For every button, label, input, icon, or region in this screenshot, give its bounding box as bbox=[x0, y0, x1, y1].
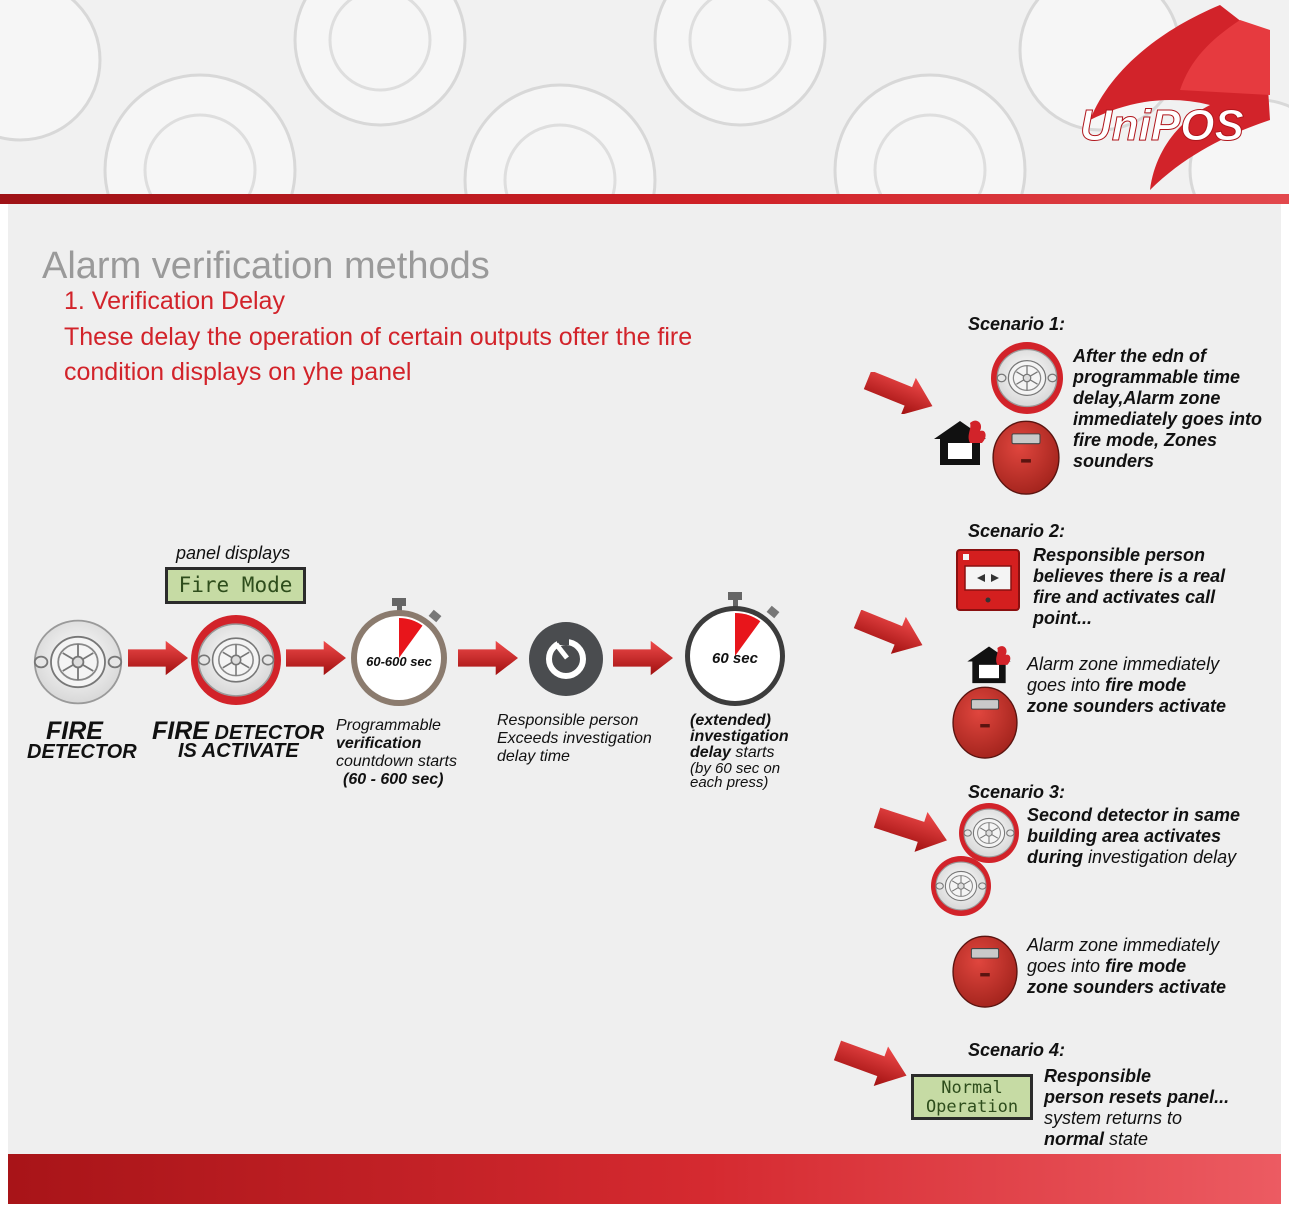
s4-n2: state bbox=[1104, 1129, 1149, 1149]
s4-b3: normal bbox=[1044, 1129, 1105, 1149]
s3-b1: Second detector in same bbox=[1027, 805, 1241, 825]
step3-l3: countdown starts bbox=[336, 753, 457, 770]
header-divider bbox=[0, 194, 1289, 204]
s4-n1: system returns to bbox=[1044, 1108, 1183, 1128]
scenario2-sounder-icon bbox=[951, 684, 1019, 760]
scenario4-text: Responsible person resets panel... syste… bbox=[1044, 1066, 1274, 1150]
scenario2-arrow-icon bbox=[852, 610, 928, 654]
section-title: 1. Verification Delay bbox=[64, 287, 285, 315]
s3-n1: investigation delay bbox=[1083, 847, 1237, 867]
step5-l3: delay starts bbox=[690, 744, 774, 762]
timer-side-button bbox=[766, 605, 780, 619]
step3-l4: (60 - 600 sec) bbox=[343, 771, 444, 788]
step1-line1: FIRE bbox=[46, 717, 103, 745]
timer-elapsed-wedge bbox=[399, 618, 423, 658]
step5-l5: each press) bbox=[690, 774, 769, 791]
timer2-label: 60 sec bbox=[712, 650, 759, 667]
step1-line2: DETECTOR bbox=[27, 741, 137, 763]
timer-button bbox=[728, 592, 742, 600]
flow-arrow-icon bbox=[286, 640, 346, 676]
s3b-n1: Alarm zone immediately bbox=[1027, 935, 1220, 955]
s4-b1: Responsible bbox=[1044, 1066, 1152, 1086]
step2-fire: FIRE bbox=[152, 717, 209, 745]
s2-b3: real bbox=[1193, 566, 1226, 586]
s3-b2: building area activates bbox=[1027, 826, 1222, 846]
scenario2-text-b: Alarm zone immediately goes into fire mo… bbox=[1027, 654, 1267, 717]
step4-l1: Responsible person bbox=[497, 712, 639, 729]
timer1-label: 60-600 sec bbox=[366, 654, 433, 669]
scenario1-text: After the edn of programmable time delay… bbox=[1073, 346, 1263, 471]
s2b-b1: fire mode bbox=[1105, 675, 1187, 695]
s4-b2: person resets panel... bbox=[1044, 1087, 1230, 1107]
scenario1-title: Scenario 1: bbox=[968, 314, 1066, 334]
header-detector-pattern bbox=[0, 0, 1289, 196]
timer-side-button bbox=[428, 609, 442, 623]
step2-line1: FIRE DETECTOR bbox=[152, 717, 324, 746]
section-description: These delay the operation of certain out… bbox=[64, 323, 693, 386]
s2-b2: believes bbox=[1033, 566, 1105, 586]
step3-l1: Programmable bbox=[336, 717, 441, 734]
scenario1-detector-icon bbox=[991, 342, 1063, 414]
s3-b3: during bbox=[1027, 847, 1083, 867]
step4-l2: Exceeds investigation bbox=[497, 730, 652, 747]
s3b-n2: goes into bbox=[1027, 956, 1106, 976]
panel-caption: panel displays bbox=[176, 543, 291, 563]
activated-detector-icon bbox=[191, 615, 281, 705]
s2b-b2: zone sounders activate bbox=[1027, 696, 1227, 716]
scenario3-text-a: Second detector in same building area ac… bbox=[1027, 805, 1267, 868]
timer-elapsed-wedge bbox=[735, 613, 761, 656]
timer-stem bbox=[397, 604, 402, 614]
step5-delay: delay bbox=[690, 744, 731, 761]
page-title: Alarm verification methods bbox=[42, 245, 490, 287]
scenario4-title: Scenario 4: bbox=[968, 1040, 1066, 1060]
scenario3-arrow-icon bbox=[870, 806, 954, 852]
reset-button-icon bbox=[529, 622, 603, 696]
timer-button bbox=[392, 598, 406, 606]
header-banner: UniPOS bbox=[0, 0, 1289, 196]
step5-l4: (by 60 sec on bbox=[690, 760, 781, 777]
s2-n1: there is a bbox=[1104, 566, 1194, 586]
scenario2-title: Scenario 2: bbox=[968, 521, 1066, 541]
flow-arrow-icon bbox=[613, 640, 673, 676]
scenario1-arrow-icon bbox=[862, 372, 938, 414]
step5-starts: starts bbox=[730, 744, 775, 761]
call-point-icon bbox=[956, 549, 1020, 611]
s2b-n2: goes into bbox=[1027, 675, 1106, 695]
lcd-line1: Normal bbox=[941, 1078, 1003, 1098]
scenario3-text-b: Alarm zone immediately goes into fire mo… bbox=[1027, 935, 1267, 998]
house-fire-icon bbox=[964, 643, 1014, 685]
scenario2-text-a: Responsible person believes there is a r… bbox=[1033, 545, 1273, 629]
step3-l2: verification bbox=[336, 735, 422, 752]
flow-arrow-icon bbox=[128, 640, 188, 676]
s2-b4: fire and activates call bbox=[1033, 587, 1216, 607]
s2b-n1: Alarm zone immediately bbox=[1027, 654, 1220, 674]
panel-lcd-fire-mode: Fire Mode bbox=[165, 567, 306, 604]
s3b-b2: zone sounders activate bbox=[1027, 977, 1227, 997]
house-fire-icon bbox=[930, 417, 990, 467]
panel-lcd-normal-operation: Normal Operation bbox=[911, 1074, 1033, 1120]
step5-l1: (extended) bbox=[690, 712, 771, 729]
lcd-line2: Operation bbox=[925, 1097, 1019, 1117]
scenario3-title: Scenario 3: bbox=[968, 782, 1066, 802]
scenario4-arrow-icon bbox=[832, 1038, 912, 1088]
verification-timer-icon: 60-600 sec bbox=[351, 598, 447, 706]
logo-text: UniPOS bbox=[1080, 101, 1244, 150]
footer-bar bbox=[8, 1154, 1281, 1204]
step2-detector: DETECTOR bbox=[208, 722, 325, 744]
unipos-logo: UniPOS bbox=[1080, 5, 1270, 190]
step5-l2: investigation bbox=[690, 728, 789, 745]
timer-stem bbox=[733, 598, 738, 608]
scenario3-second-detector-icon bbox=[931, 856, 991, 916]
scenario1-sounder-icon bbox=[991, 418, 1061, 496]
investigation-timer-icon: 60 sec bbox=[685, 592, 785, 706]
scenario3-detector-icon bbox=[959, 803, 1019, 863]
scenario3-sounder-icon bbox=[951, 933, 1019, 1009]
step2-line2: IS ACTIVATE bbox=[178, 740, 299, 762]
s2-b1: Responsible person bbox=[1033, 545, 1206, 565]
s2-b5: point... bbox=[1033, 608, 1092, 628]
smoke-detector-icon bbox=[30, 617, 126, 707]
step4-l3: delay time bbox=[497, 748, 570, 765]
s3b-b1: fire mode bbox=[1105, 956, 1187, 976]
flow-arrow-icon bbox=[458, 640, 518, 676]
